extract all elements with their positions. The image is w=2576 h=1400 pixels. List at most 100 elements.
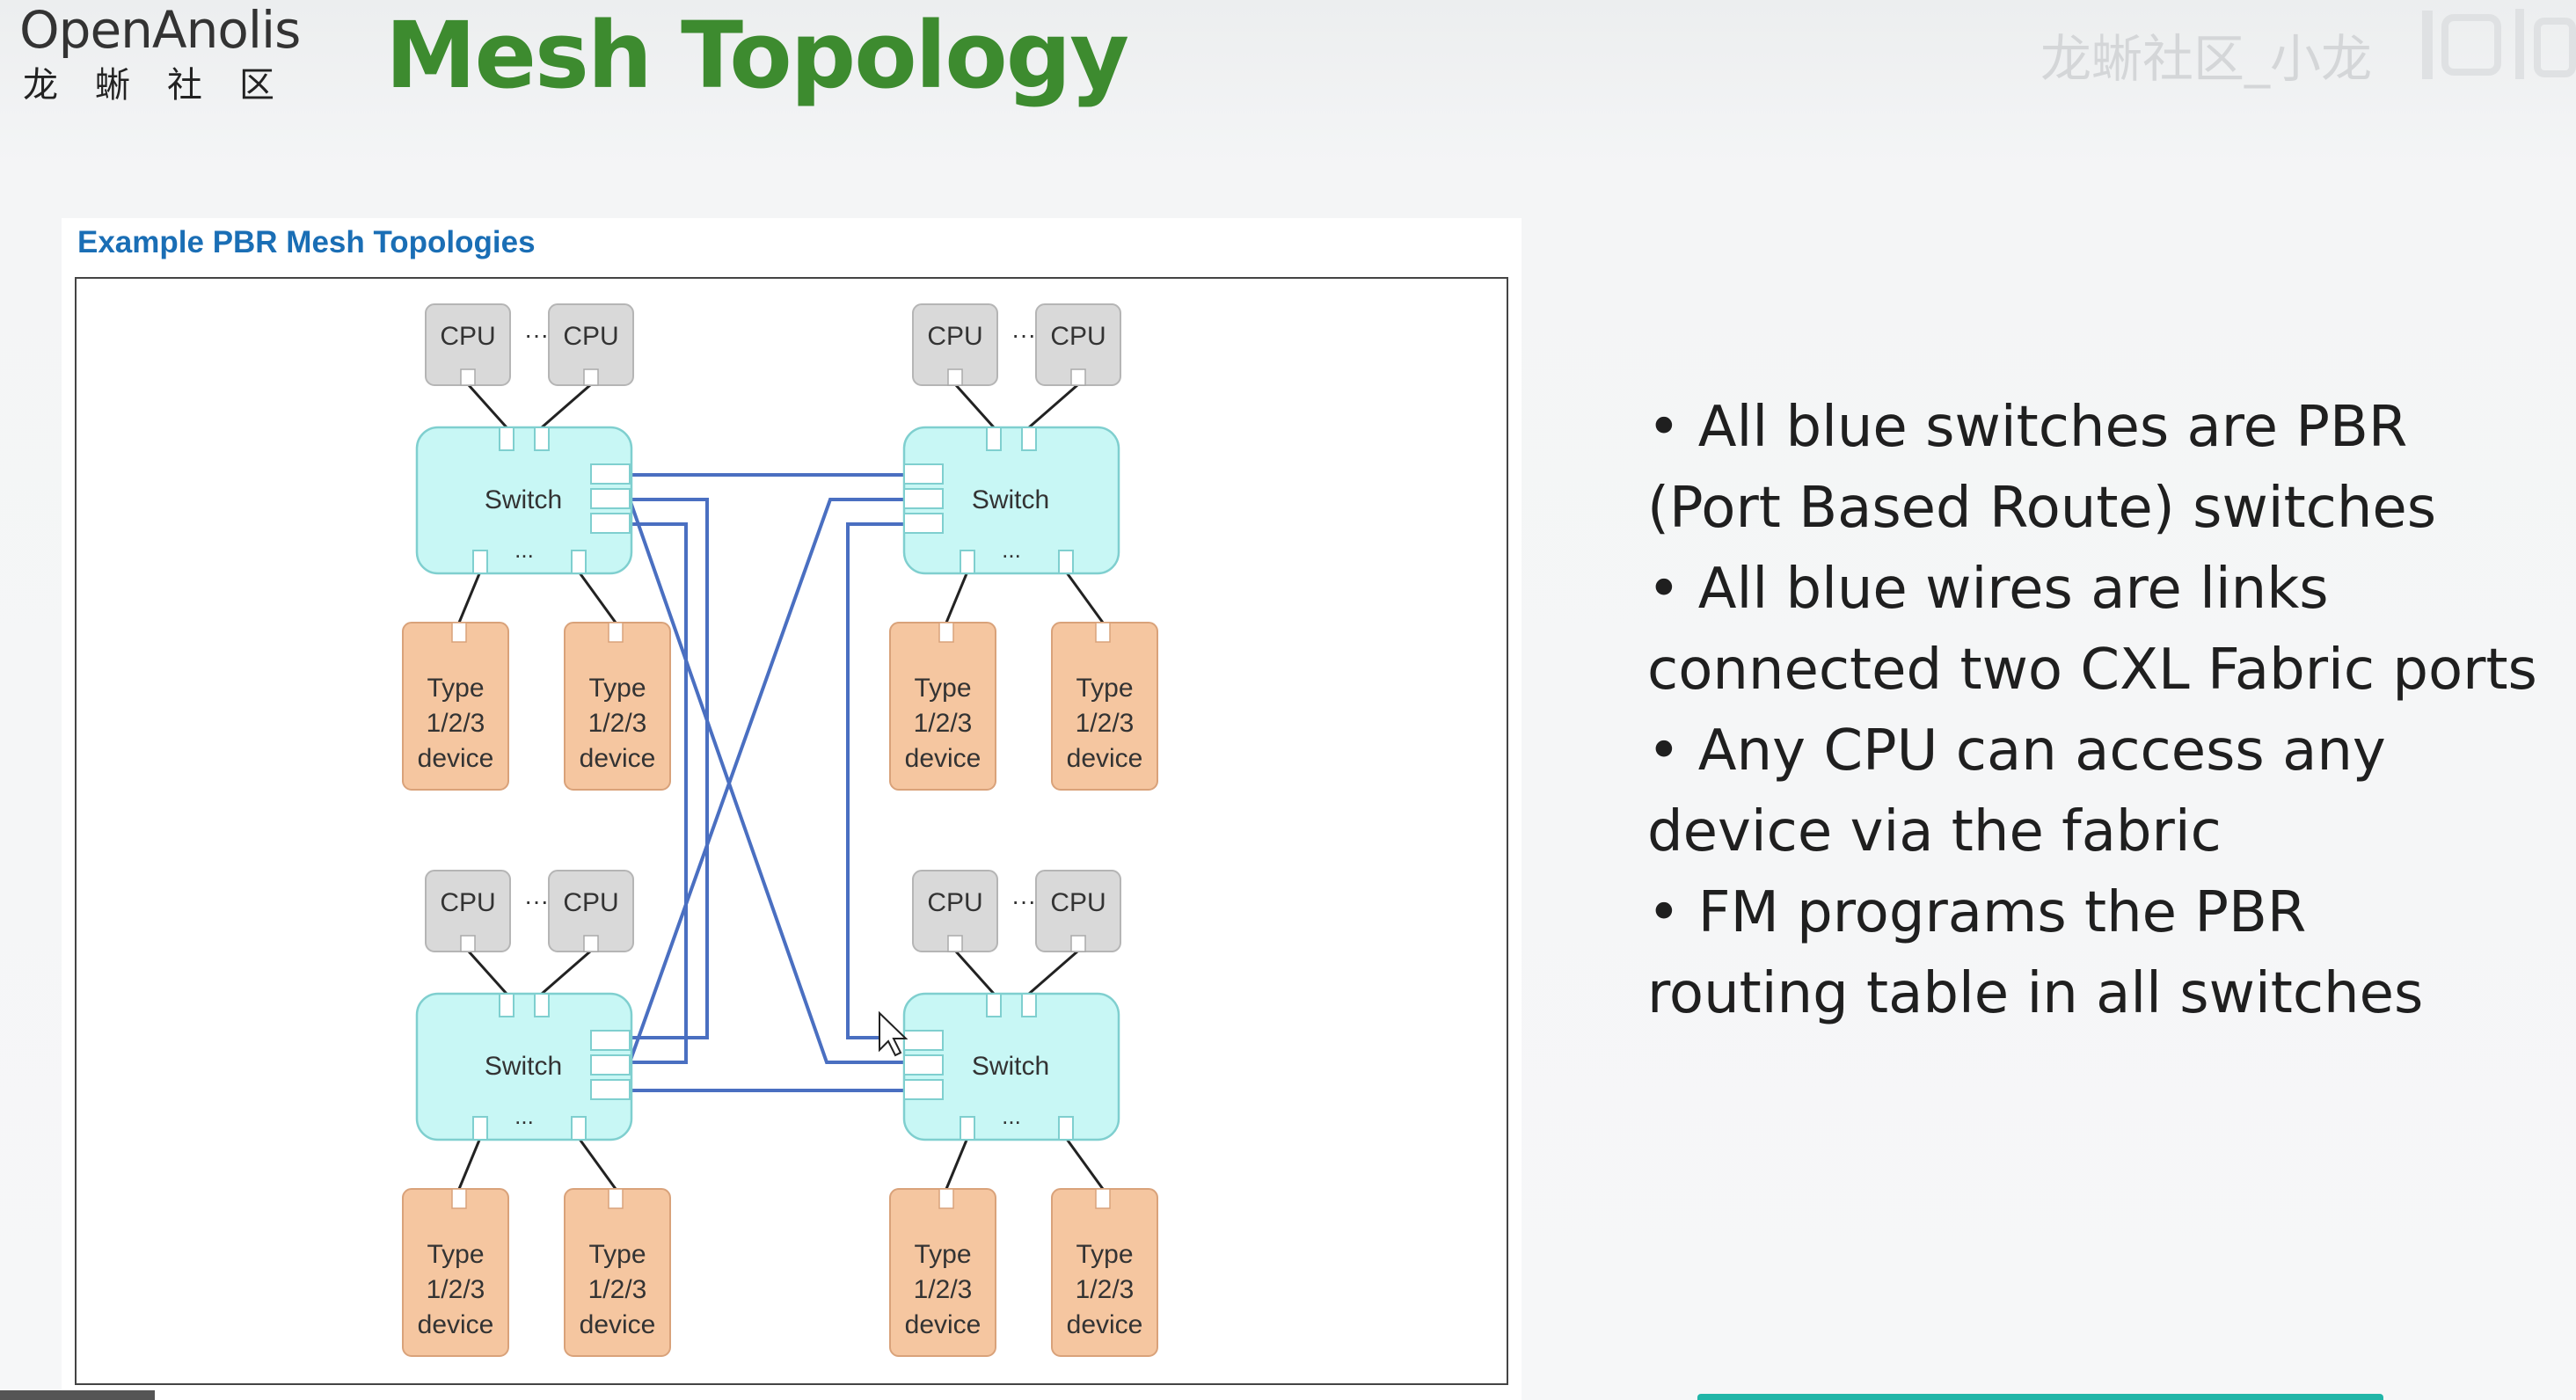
- fabric-port: [590, 513, 631, 534]
- slide-title: Mesh Topology: [385, 2, 1129, 109]
- device-label: 1/2/3: [588, 1275, 647, 1304]
- cpu-wire: [1028, 383, 1078, 429]
- fabric-port: [903, 1079, 944, 1100]
- switch-ellipsis: ...: [1002, 1103, 1021, 1129]
- cpu-ellipsis: ···: [1011, 321, 1036, 348]
- fabric-port: [590, 1030, 631, 1051]
- cpu-label: CPU: [563, 322, 618, 351]
- device-port: [1095, 622, 1111, 643]
- bullet-text: FM programs the PBR: [1697, 880, 2307, 945]
- device-label: device: [1067, 744, 1143, 773]
- device-label: device: [580, 1310, 656, 1339]
- fabric-link: [846, 522, 904, 1039]
- switch-ellipsis: ...: [514, 536, 534, 563]
- switch-ellipsis: ...: [514, 1103, 534, 1129]
- bullet-text: Any CPU can access any: [1697, 718, 2386, 784]
- switch-port: [1021, 427, 1037, 451]
- device-label: 1/2/3: [914, 709, 973, 738]
- bullet-line: (Port Based Route) switches: [1647, 468, 2562, 549]
- device-label: device: [418, 1310, 494, 1339]
- device-label: 1/2/3: [427, 709, 485, 738]
- cpu-wire: [541, 950, 591, 995]
- switch-port: [472, 550, 488, 574]
- cpu-label: CPU: [440, 888, 495, 917]
- fabric-port: [590, 1079, 631, 1100]
- device-label: Type: [588, 674, 646, 703]
- cpu-label: CPU: [440, 322, 495, 351]
- cpu-port: [1070, 368, 1086, 386]
- device-label: device: [580, 744, 656, 773]
- device-label: Type: [1076, 674, 1133, 703]
- bullet-line: •FM programs the PBR: [1647, 872, 2562, 953]
- cpu-wire: [541, 383, 591, 429]
- fabric-port: [903, 488, 944, 509]
- switch-port: [986, 427, 1002, 451]
- switch-port: [534, 427, 550, 451]
- fabric-port: [903, 463, 944, 485]
- cpu-label: CPU: [563, 888, 618, 917]
- switch-label: Switch: [485, 485, 562, 514]
- device-wire: [1064, 571, 1105, 623]
- cpu-port: [583, 368, 599, 386]
- device-label: Type: [427, 1240, 484, 1269]
- device-label: Type: [914, 1240, 971, 1269]
- switch-label: Switch: [972, 485, 1049, 514]
- watermark-text: 龙蜥社区_小龙: [2040, 29, 2373, 89]
- cpu-wire: [467, 950, 508, 995]
- logo-chinese-text: 龙蜥社区: [23, 65, 311, 106]
- device-wire: [945, 1137, 969, 1190]
- fabric-link: [630, 522, 688, 1064]
- fabric-port: [590, 488, 631, 509]
- mouse-cursor-icon: [879, 1010, 909, 1057]
- bullet-text: connected two CXL Fabric ports: [1647, 638, 2537, 703]
- device-label: device: [418, 744, 494, 773]
- cpu-wire: [1028, 950, 1078, 995]
- bullet-line: •Any CPU can access any: [1647, 711, 2562, 791]
- switch-port: [1058, 1116, 1074, 1141]
- bullet-dot: •: [1647, 718, 1681, 784]
- bullet-text: device via the fabric: [1647, 799, 2222, 864]
- bullet-dot: •: [1647, 557, 1681, 622]
- device-port: [608, 622, 624, 643]
- device-wire: [945, 571, 969, 623]
- fabric-link: [628, 498, 904, 1063]
- switch-port: [571, 1116, 587, 1141]
- diagram-frame: [75, 277, 1508, 1385]
- bullet-text: All blue switches are PBR: [1697, 395, 2408, 460]
- device-wire: [457, 1137, 482, 1190]
- switch-port: [499, 993, 514, 1017]
- switch-port: [1021, 993, 1037, 1017]
- device-port: [938, 622, 954, 643]
- switch-port: [986, 993, 1002, 1017]
- cpu-port: [1070, 935, 1086, 952]
- device-wire: [577, 571, 617, 623]
- device-label: device: [905, 1310, 982, 1339]
- cpu-label: CPU: [927, 888, 982, 917]
- cpu-ellipsis: ···: [1011, 887, 1036, 915]
- bullet-dot: •: [1647, 880, 1681, 945]
- device-label: device: [1067, 1310, 1143, 1339]
- switch-port: [534, 993, 550, 1017]
- cpu-wire: [954, 950, 996, 995]
- cpu-wire: [467, 383, 508, 429]
- bullet-line: •All blue wires are links: [1647, 549, 2562, 630]
- fabric-link: [628, 499, 904, 1064]
- cpu-label: CPU: [927, 322, 982, 351]
- bullet-list: •All blue switches are PBR(Port Based Ro…: [1647, 387, 2562, 1034]
- device-label: Type: [427, 674, 484, 703]
- device-wire: [577, 1137, 617, 1190]
- cpu-port: [583, 935, 599, 952]
- video-progress-buffer: [1697, 1394, 2383, 1400]
- switch-port: [499, 427, 514, 451]
- bullet-line: •All blue switches are PBR: [1647, 387, 2562, 468]
- cpu-port: [460, 368, 476, 386]
- device-label: Type: [1076, 1240, 1133, 1269]
- device-label: Type: [588, 1240, 646, 1269]
- openanolis-logo: OpenAnolis 龙蜥社区: [19, 0, 310, 106]
- bullet-line: device via the fabric: [1647, 791, 2562, 872]
- device-label: 1/2/3: [588, 709, 647, 738]
- cpu-label: CPU: [1050, 322, 1106, 351]
- cpu-port: [947, 935, 963, 952]
- switch-port: [960, 550, 975, 574]
